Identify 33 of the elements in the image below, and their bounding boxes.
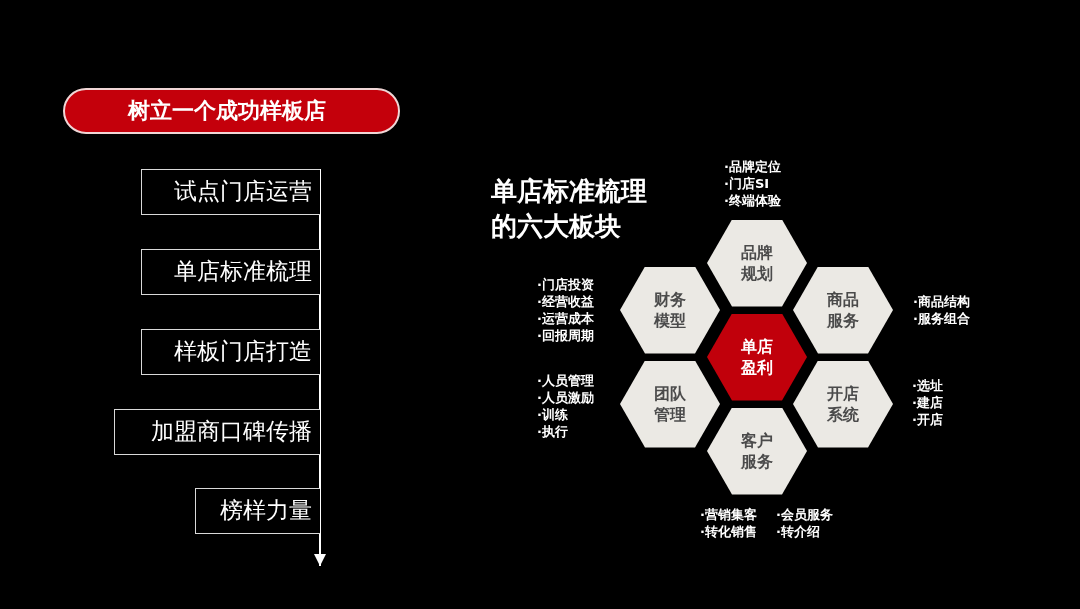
bullet-item: ·人员管理 [537,372,594,389]
bullet-item: ·会员服务 [776,506,833,523]
step-box: 试点门店运营 [141,169,320,215]
hexagon-tile: 品牌规划 [707,219,807,307]
step-box: 加盟商口碑传播 [114,409,320,455]
hexagon-tile: 团队管理 [620,360,720,448]
step-box: 榜样力量 [195,488,320,534]
bullet-item: ·转化销售 [700,523,757,540]
bullet-item: ·回报周期 [537,327,594,344]
bullet-item: ·执行 [537,423,568,440]
bullet-item: ·经营收益 [537,293,594,310]
hexagon-tile: 财务模型 [620,266,720,354]
bullet-item: ·门店投资 [537,276,594,293]
step-box: 单店标准梳理 [141,249,320,295]
bullet-item: ·品牌定位 [724,158,781,175]
bullet-item: ·选址 [912,377,943,394]
bullet-item: ·建店 [912,394,943,411]
bullet-item: ·服务组合 [913,310,970,327]
section-heading: 单店标准梳理的六大板块 [491,175,648,243]
hexagon-tile: 客户服务 [707,407,807,495]
bullet-item: ·转介绍 [776,523,820,540]
bullet-item: ·开店 [912,411,943,428]
bullet-item: ·商品结构 [913,293,970,310]
bullet-item: ·运营成本 [537,310,594,327]
hexagon-tile: 商品服务 [793,266,893,354]
title-banner: 树立一个成功样板店 [63,88,400,134]
bullet-item: ·人员激励 [537,389,594,406]
bullet-item: ·终端体验 [724,192,781,209]
bullet-item: ·营销集客 [700,506,757,523]
bullet-item: ·门店SI [724,175,770,192]
step-box: 样板门店打造 [141,329,320,375]
hexagon-tile: 开店系统 [793,360,893,448]
bullet-item: ·训练 [537,406,568,423]
